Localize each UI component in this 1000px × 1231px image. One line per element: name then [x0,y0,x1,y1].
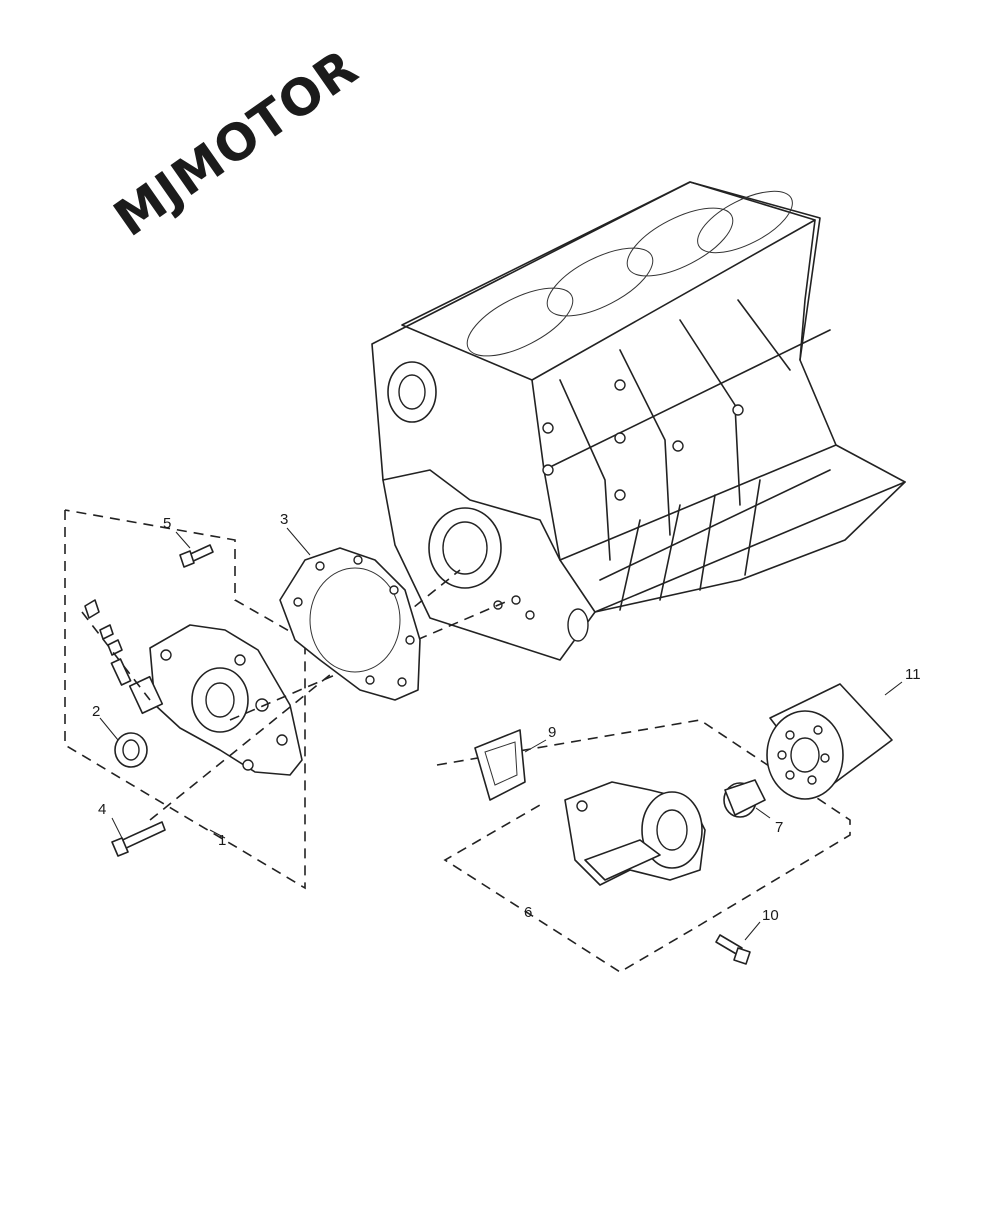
callout-6: 6 [524,904,532,921]
callout-2: 2 [92,703,100,720]
oil-pump-housing [128,624,303,776]
callout-10: 10 [762,907,779,924]
callout-1: 1 [218,832,226,849]
bolt-4 [111,821,166,857]
group-1-dashed-outline [64,509,306,890]
callout-3: 3 [280,511,288,528]
callout-9: 9 [548,724,556,741]
callout-11: 11 [905,666,921,683]
bolt-5 [179,544,214,568]
group-6-dashed-outline [436,719,851,973]
oil-filter [766,683,893,800]
callout-5: 5 [163,515,171,532]
callout-7: 7 [775,819,783,836]
gasket [279,547,421,701]
watermark-logo: MJMOTOR [104,38,369,248]
relief-valve-parts [81,599,151,701]
engine-block [371,181,906,661]
filter-housing [564,781,706,886]
bolt-10 [715,934,751,965]
callout-4: 4 [98,801,106,818]
filter-gasket [474,729,526,801]
seal-ring [114,732,148,768]
threaded-nipple [723,779,766,818]
